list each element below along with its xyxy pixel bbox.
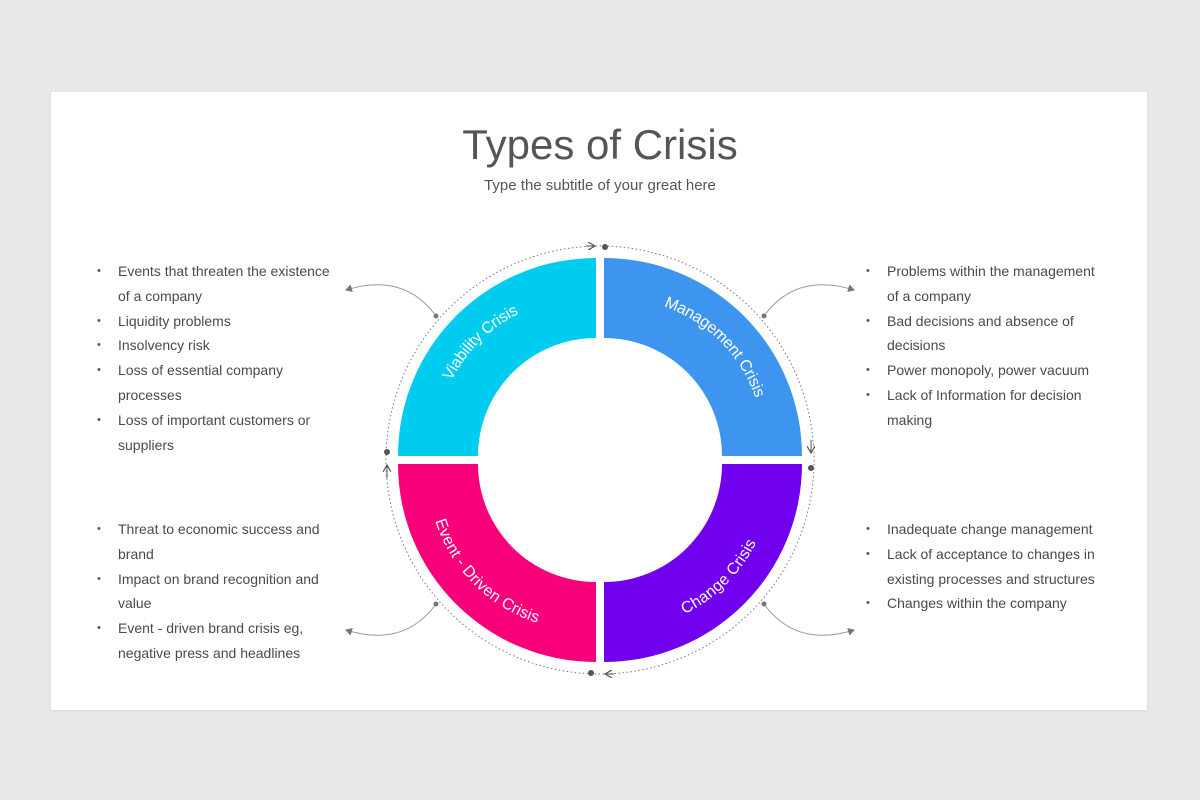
connector-dot [761, 601, 767, 607]
page-title: Types of Crisis [462, 121, 738, 168]
list-item: Lack of Information for decision making [866, 383, 1106, 433]
ring-dot [384, 449, 390, 455]
list-item: Inadequate change management [866, 517, 1106, 542]
list-item: Loss of important customers or suppliers [97, 408, 342, 458]
list-item: Insolvency risk [97, 333, 342, 358]
bullet-list-event-driven: Threat to economic success and brand Imp… [97, 517, 337, 666]
ring-dot [602, 244, 608, 250]
segment-management-crisis [604, 258, 802, 456]
list-item: Power monopoly, power vacuum [866, 358, 1106, 383]
list-item: Bad decisions and absence of decisions [866, 309, 1106, 359]
ring-dot [808, 465, 814, 471]
bullet-list-viability: Events that threaten the existence of a … [97, 259, 342, 457]
connector-top-left [345, 284, 437, 317]
list-item: Lack of acceptance to changes in existin… [866, 542, 1106, 592]
connector-bottom-left [345, 603, 437, 636]
ring-dot [588, 670, 594, 676]
list-item: Events that threaten the existence of a … [97, 259, 342, 309]
connector-dot [433, 313, 439, 319]
list-item: Impact on brand recognition and value [97, 567, 337, 617]
bullet-list-management: Problems within the management of a comp… [866, 259, 1106, 433]
list-item: Changes within the company [866, 591, 1106, 616]
list-item: Event - driven brand crisis eg, negative… [97, 616, 337, 666]
segment-event-driven-crisis [398, 464, 596, 662]
bullet-list-change: Inadequate change management Lack of acc… [866, 517, 1106, 616]
page-subtitle: Type the subtitle of your great here [484, 177, 716, 194]
connector-dot [433, 601, 439, 607]
connector-dot [761, 313, 767, 319]
connector-top-right [763, 284, 855, 317]
cycle-ring [385, 245, 815, 675]
list-item: Liquidity problems [97, 309, 342, 334]
list-item: Problems within the management of a comp… [866, 259, 1106, 309]
segment-viability-crisis [398, 258, 596, 456]
list-item: Loss of essential company processes [97, 358, 342, 408]
segment-change-crisis [604, 464, 802, 662]
list-item: Threat to economic success and brand [97, 517, 337, 567]
connector-bottom-right [763, 603, 855, 636]
